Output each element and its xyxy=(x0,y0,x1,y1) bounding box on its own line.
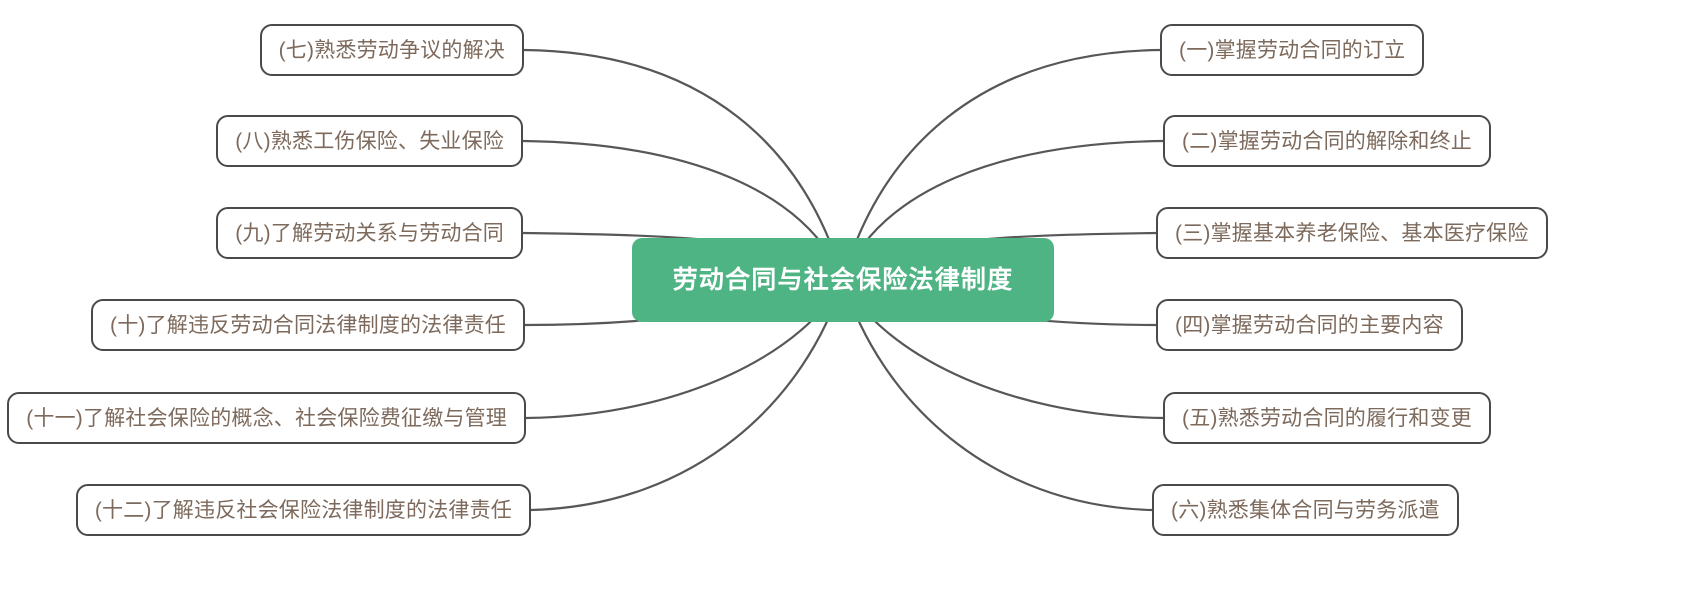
node-left-8-label: (八)熟悉工伤保险、失业保险 xyxy=(235,129,504,153)
node-left-9[interactable]: (九)了解劳动关系与劳动合同 xyxy=(216,207,523,259)
node-left-10[interactable]: (十)了解违反劳动合同法律制度的法律责任 xyxy=(91,299,525,351)
node-left-7[interactable]: (七)熟悉劳动争议的解决 xyxy=(259,24,524,76)
root-node[interactable]: 劳动合同与社会保险法律制度 xyxy=(632,238,1054,322)
node-right-5-label: (五)熟悉劳动合同的履行和变更 xyxy=(1182,406,1472,430)
node-right-2[interactable]: (二)掌握劳动合同的解除和终止 xyxy=(1163,115,1491,167)
node-left-12[interactable]: (十二)了解违反社会保险法律制度的法律责任 xyxy=(75,484,531,536)
node-right-3[interactable]: (三)掌握基本养老保险、基本医疗保险 xyxy=(1156,207,1548,259)
node-right-4[interactable]: (四)掌握劳动合同的主要内容 xyxy=(1156,299,1463,351)
node-left-7-label: (七)熟悉劳动争议的解决 xyxy=(278,38,505,62)
node-right-2-label: (二)掌握劳动合同的解除和终止 xyxy=(1182,129,1472,153)
node-left-9-label: (九)了解劳动关系与劳动合同 xyxy=(235,221,504,245)
node-right-1[interactable]: (一)掌握劳动合同的订立 xyxy=(1160,24,1425,76)
node-left-10-label: (十)了解违反劳动合同法律制度的法律责任 xyxy=(110,313,506,337)
root-node-label: 劳动合同与社会保险法律制度 xyxy=(672,265,1014,294)
node-right-3-label: (三)掌握基本养老保险、基本医疗保险 xyxy=(1175,221,1529,245)
node-left-12-label: (十二)了解违反社会保险法律制度的法律责任 xyxy=(94,498,512,522)
node-right-6-label: (六)熟悉集体合同与劳务派遣 xyxy=(1171,498,1440,522)
node-left-8[interactable]: (八)熟悉工伤保险、失业保险 xyxy=(216,115,523,167)
node-left-11-label: (十一)了解社会保险的概念、社会保险费征缴与管理 xyxy=(26,406,507,430)
node-right-4-label: (四)掌握劳动合同的主要内容 xyxy=(1175,313,1444,337)
node-right-1-label: (一)掌握劳动合同的订立 xyxy=(1179,38,1406,62)
node-right-6[interactable]: (六)熟悉集体合同与劳务派遣 xyxy=(1152,484,1459,536)
node-left-11[interactable]: (十一)了解社会保险的概念、社会保险费征缴与管理 xyxy=(7,392,526,444)
node-right-5[interactable]: (五)熟悉劳动合同的履行和变更 xyxy=(1163,392,1491,444)
